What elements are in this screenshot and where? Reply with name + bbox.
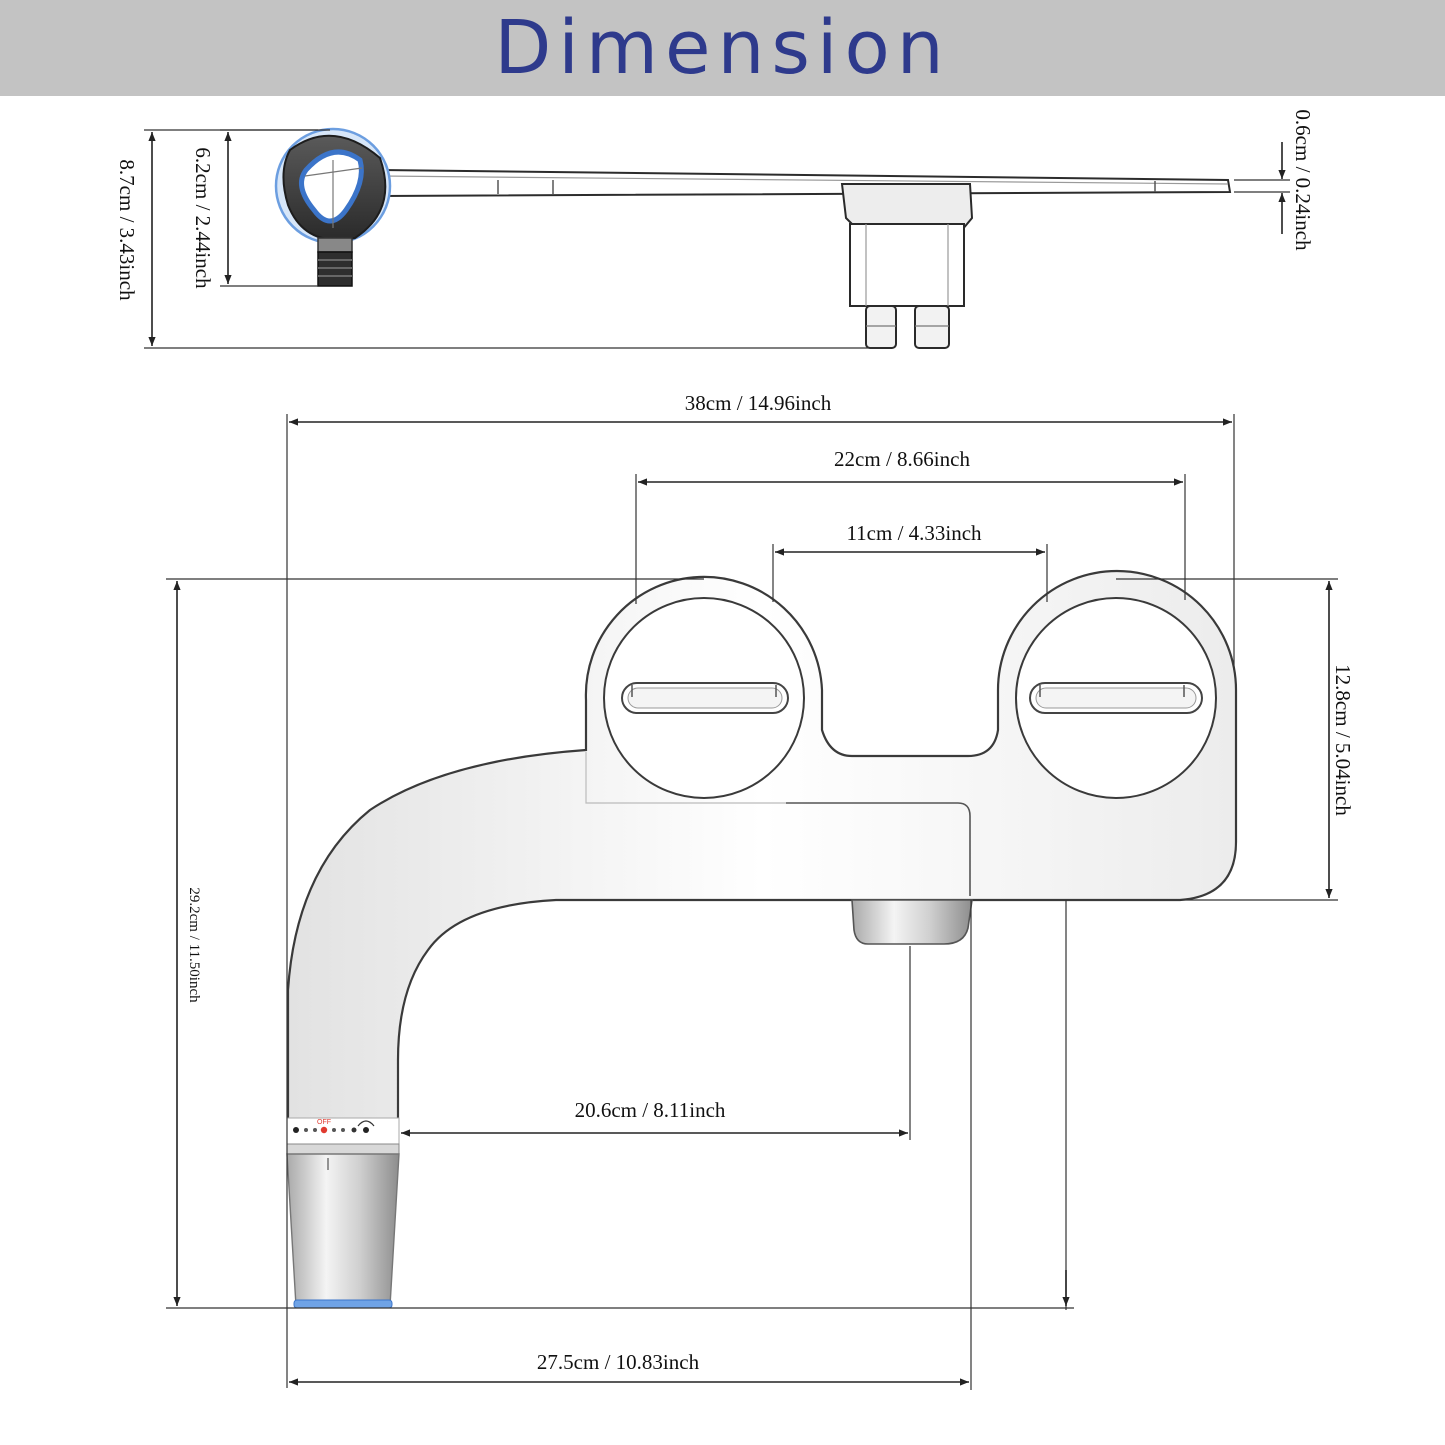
side-knob bbox=[274, 127, 392, 287]
bidet-body bbox=[286, 569, 1238, 1132]
hole-inner-span-label: 11cm / 4.33inch bbox=[846, 521, 982, 545]
side-nozzle-housing bbox=[840, 183, 974, 349]
side-total-height-label: 8.7cm / 3.43inch bbox=[115, 159, 139, 301]
nozzle-to-inlet-label: 20.6cm / 8.11inch bbox=[575, 1098, 726, 1122]
title-banner: Dimension bbox=[0, 0, 1445, 96]
side-knob-height-label: 6.2cm / 2.44inch bbox=[191, 147, 215, 289]
nozzle-tip bbox=[286, 1143, 400, 1309]
dial-off-label: OFF bbox=[317, 1119, 331, 1126]
top-view: OFF 38cm / 14.96inch 22cm / 8.66inch 11c… bbox=[166, 391, 1355, 1390]
side-thickness-label: 0.6cm / 0.24inch bbox=[1291, 109, 1315, 251]
nozzle-to-plate-edge-label: 27.5cm / 10.83inch bbox=[537, 1350, 700, 1374]
page-title: Dimension bbox=[494, 5, 951, 91]
side-view: 8.7cm / 3.43inch 6.2cm / 2.44inch 0.6cm … bbox=[115, 109, 1315, 349]
control-dial: OFF bbox=[286, 1117, 400, 1145]
overall-length-label: 29.2cm / 11.50inch bbox=[186, 887, 202, 1003]
plate-depth-label: 12.8cm / 5.04inch bbox=[1331, 664, 1355, 816]
mounting-hole-left bbox=[603, 597, 805, 799]
hole-outer-span-label: 22cm / 8.66inch bbox=[834, 447, 970, 471]
overall-width-label: 38cm / 14.96inch bbox=[685, 391, 832, 415]
mounting-hole-right bbox=[1015, 597, 1217, 799]
water-inlet bbox=[851, 899, 973, 945]
